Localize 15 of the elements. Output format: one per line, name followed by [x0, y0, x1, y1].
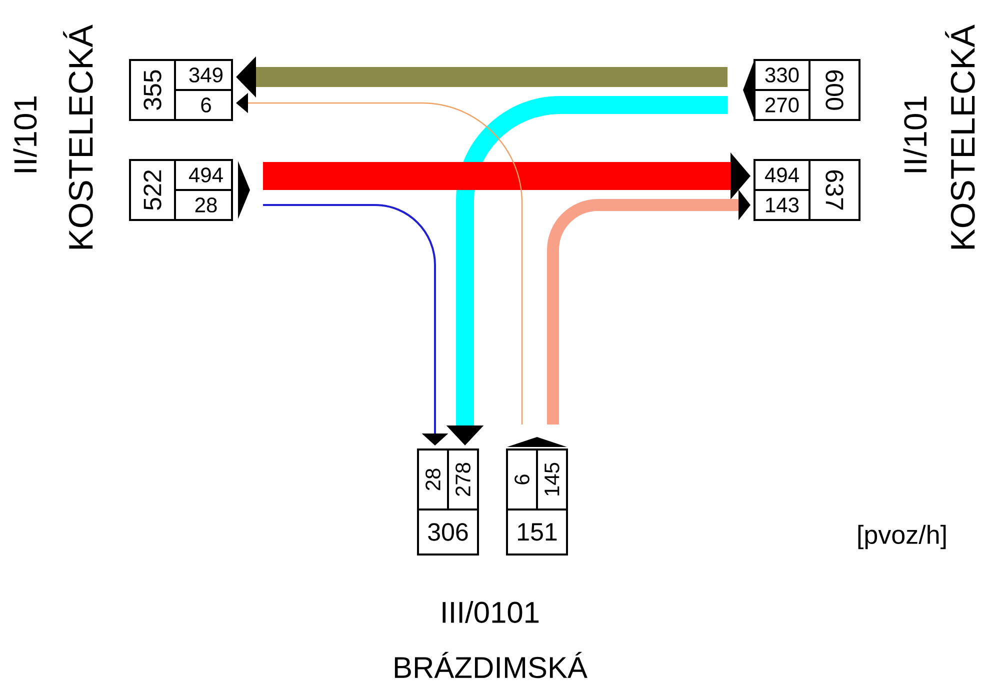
count-box: 28 278 306: [417, 448, 479, 556]
count-box: 355 349 6: [129, 59, 233, 121]
count-box: 330 270 600: [754, 59, 860, 121]
road-label: II/101: [903, 96, 927, 172]
count-box: 522 494 28: [129, 159, 233, 221]
road-label: II/101: [13, 96, 37, 172]
road-label: III/0101: [442, 600, 539, 624]
road-label: BRÁZDIMSKÁ: [394, 652, 588, 678]
count-box: 6 145 151: [506, 448, 568, 556]
road-label: KOSTELECKÁ: [945, 24, 975, 249]
count-box: 494 143 637: [754, 159, 860, 221]
flow-arrow: [263, 204, 448, 446]
flow-arrow: [547, 190, 750, 424]
road-label: KOSTELECKÁ: [63, 24, 93, 249]
unit-label: [pvoz/h]: [858, 524, 946, 550]
